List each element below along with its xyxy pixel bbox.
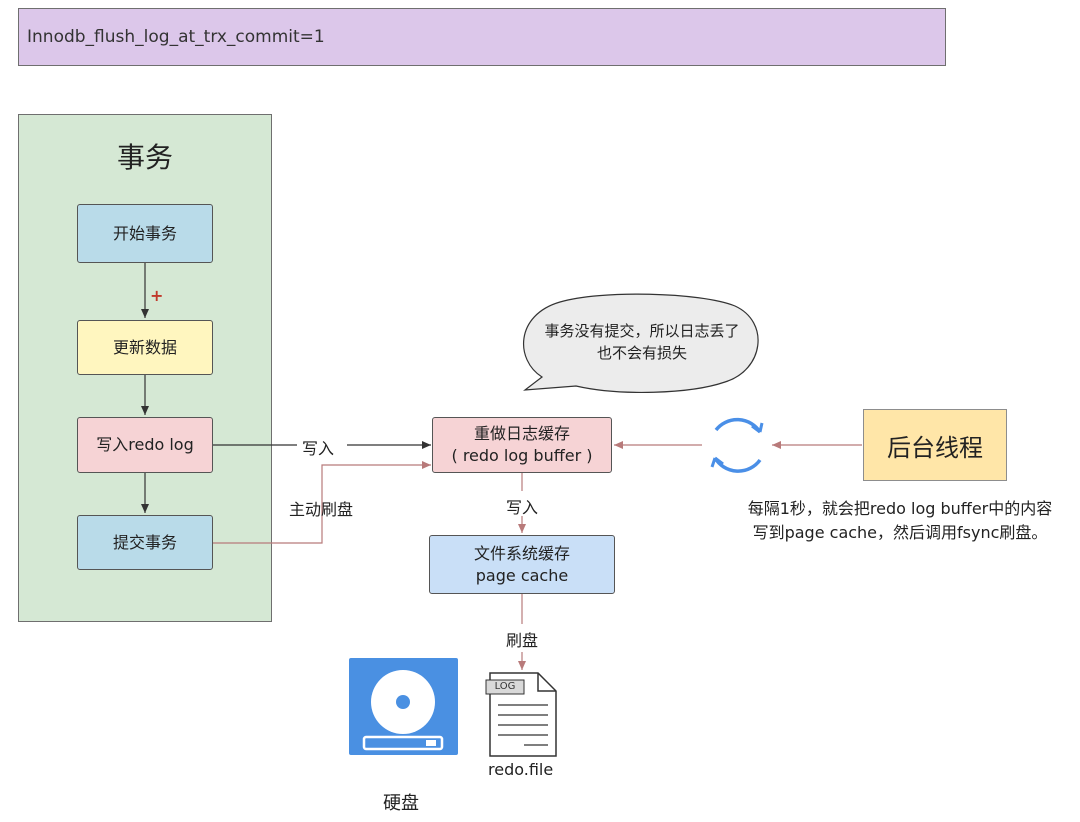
transaction-title: 事务 (116, 141, 173, 174)
config-banner: Innodb_flush_log_at_trx_commit=1 (18, 8, 946, 66)
disk-label: 硬盘 (383, 793, 419, 814)
background-thread-note-line-2: 写到page cache，然后调用fsync刷盘。 (752, 523, 1048, 542)
edge-active-flush (213, 461, 431, 544)
step-start-transaction[interactable]: 开始事务 (77, 204, 213, 263)
edge-label-flush: 刷盘 (506, 631, 539, 650)
edge-label-active-flush: 主动刷盘 (289, 500, 354, 519)
step-update-data-label: 更新数据 (112, 337, 177, 357)
log-tag-label: LOG (494, 681, 516, 692)
redo-file-label: redo.file (488, 760, 554, 779)
speech-bubble-line-2: 也不会有损失 (596, 344, 687, 362)
log-file-icon (485, 672, 557, 757)
step-commit-transaction[interactable]: 提交事务 (77, 515, 213, 570)
step-write-redo-log-label: 写入redo log (96, 435, 194, 454)
step-write-redo-log[interactable]: 写入redo log (77, 417, 213, 473)
hard-disk-icon (349, 658, 458, 755)
page-cache-subtitle: page cache (475, 565, 569, 585)
background-thread-box[interactable]: 后台线程 (863, 409, 1007, 481)
page-cache-box[interactable]: 文件系统缓存 page cache (429, 535, 615, 594)
redo-log-buffer-title: 重做日志缓存 (473, 424, 570, 443)
config-banner-text: Innodb_flush_log_at_trx_commit=1 (27, 27, 325, 47)
background-thread-note-line-1: 每隔1秒，就会把redo log buffer中的内容 (747, 499, 1053, 518)
speech-bubble-text: 事务没有提交，所以日志丢了 也不会有损失 (522, 320, 762, 364)
edge-label-write-down: 写入 (506, 498, 539, 517)
background-thread-label: 后台线程 (887, 433, 983, 462)
background-thread-note: 每隔1秒，就会把redo log buffer中的内容 写到page cache… (720, 497, 1080, 545)
step-start-transaction-label: 开始事务 (112, 223, 177, 243)
speech-bubble-line-1: 事务没有提交，所以日志丢了 (544, 322, 740, 340)
speech-bubble-shape (523, 293, 759, 393)
edge-label-write: 写入 (302, 439, 335, 458)
page-cache-title: 文件系统缓存 (473, 543, 570, 563)
refresh-cycle-icon (710, 417, 764, 473)
redo-log-buffer-box[interactable]: 重做日志缓存 ( redo log buffer ) (432, 417, 612, 473)
plus-marker: + (150, 286, 164, 305)
step-update-data[interactable]: 更新数据 (77, 320, 213, 375)
step-commit-transaction-label: 提交事务 (112, 532, 177, 552)
redo-log-buffer-subtitle: ( redo log buffer ) (451, 446, 593, 465)
